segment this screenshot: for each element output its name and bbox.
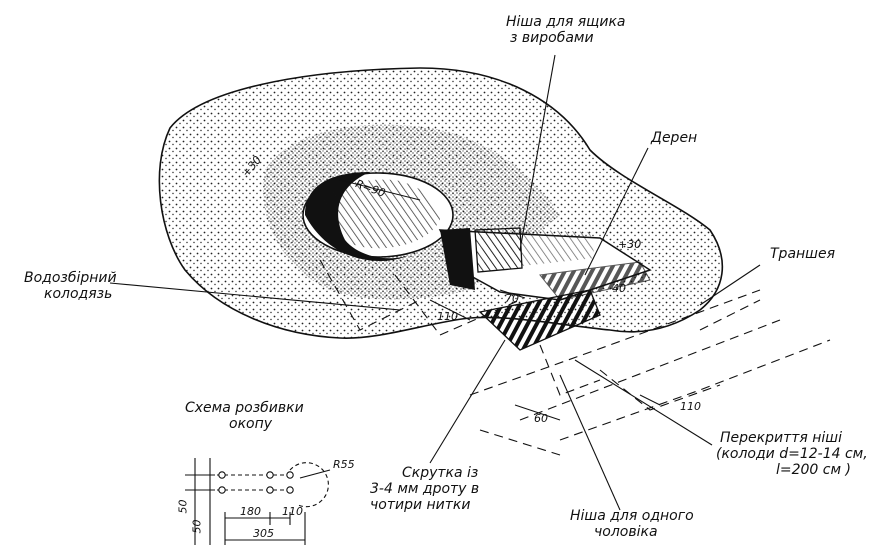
dim-110-left: 110 (437, 310, 458, 323)
turf-strip (539, 261, 651, 301)
trench-wall-shadow (440, 228, 475, 290)
pit-hatch (320, 179, 440, 249)
label-turf: Дерен (651, 130, 698, 146)
dim-r55: R55 (333, 458, 355, 471)
dim-50-a: 50 (176, 499, 190, 514)
label-niche-person: Ніша для одного чоловіка (570, 508, 694, 540)
label-niche-box: Ніша для ящика з виробами (506, 14, 626, 46)
label-niche-cover: Перекриття ніші (колоди d=12-14 см, l=20… (716, 430, 868, 478)
dim-70: 70 (505, 292, 519, 305)
label-twist: Скрутка із 3-4 мм дроту в чотири нитки (370, 465, 480, 513)
drawing-dimension-marks (339, 179, 661, 421)
label-layout-scheme: Схема розбивки окопу (185, 400, 304, 432)
dim-110-scheme: 110 (282, 505, 303, 518)
niche-box (474, 227, 523, 273)
dim-180: 180 (240, 505, 261, 518)
dim-plus30-right: +30 (618, 238, 642, 251)
dim-60: 60 (534, 412, 548, 425)
dim-40: 40 (612, 282, 626, 295)
dim-50-b: 50 (190, 519, 204, 534)
dim-110-right: 110 (680, 400, 701, 413)
label-water-well: Водозбірний колодязь (24, 270, 117, 302)
dim-305: 305 (253, 527, 274, 540)
niche-log-cover (478, 289, 601, 351)
label-trench: Траншея (770, 246, 836, 262)
leader-lines (109, 54, 761, 511)
layout-scheme-drawing (185, 458, 331, 545)
